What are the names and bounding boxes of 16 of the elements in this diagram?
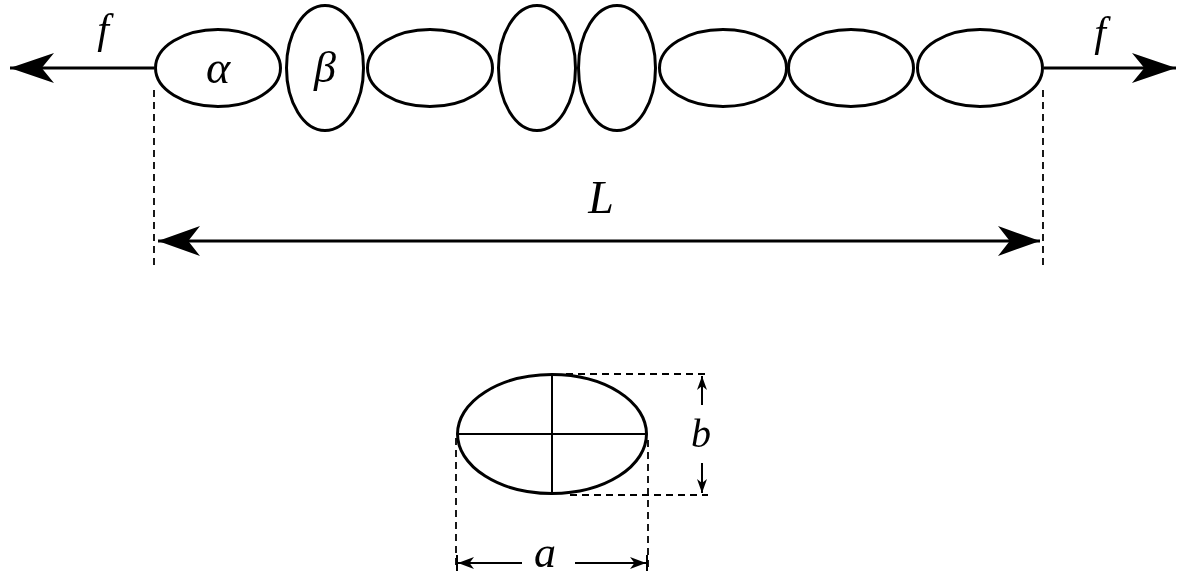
- force-label: f: [87, 3, 119, 55]
- ellipse-node: [577, 4, 657, 132]
- greek-letter-label: β: [312, 41, 337, 94]
- ellipse-node: [787, 28, 915, 108]
- dimension-label: L: [586, 171, 615, 226]
- dimension-label: a: [533, 526, 557, 579]
- ellipse-node: [456, 373, 648, 495]
- ellipse-node: [366, 28, 494, 108]
- force-label: f: [1084, 6, 1116, 58]
- dimension-label: b: [690, 410, 712, 458]
- ellipse-node: [916, 28, 1044, 108]
- ellipse-node: [154, 28, 282, 108]
- ellipse-node: [658, 28, 788, 108]
- greek-letter-label: α: [204, 41, 232, 96]
- ellipse-node: [285, 4, 365, 132]
- ellipse-node: [497, 4, 577, 132]
